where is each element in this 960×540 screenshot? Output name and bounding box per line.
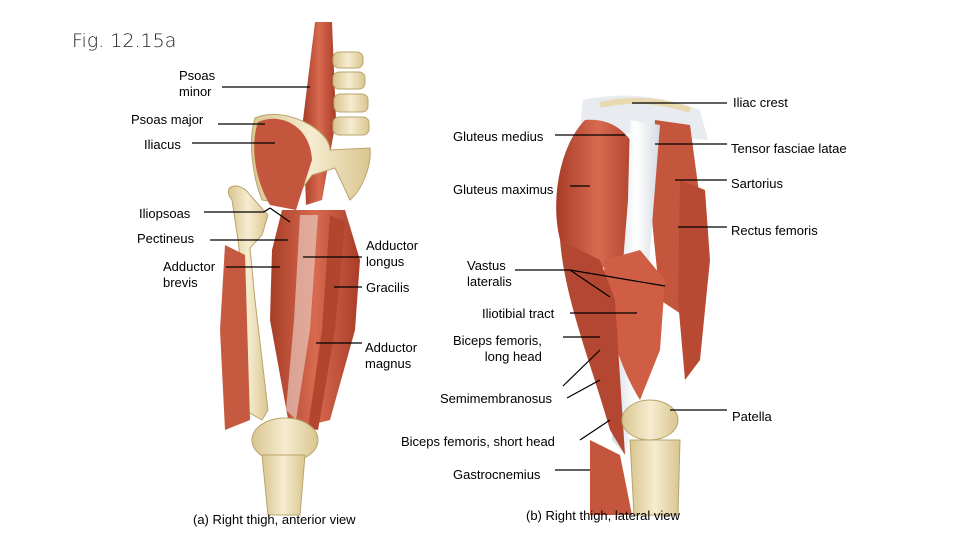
- label-psoas-minor-line2: minor: [179, 84, 212, 99]
- label-adductor-longus-line2: longus: [366, 254, 404, 269]
- label-adductor-longus-line1: Adductor: [366, 238, 418, 253]
- label-vastus-lateralis-line1: Vastus: [467, 258, 506, 273]
- label-biceps-femoris-long-line1: Biceps femoris,: [453, 333, 542, 348]
- label-gluteus-medius: Gluteus medius: [453, 129, 543, 145]
- label-adductor-magnus-line1: Adductor: [365, 340, 417, 355]
- label-gastrocnemius: Gastrocnemius: [453, 467, 540, 483]
- patella-bone: [622, 400, 678, 440]
- label-biceps-femoris-long-head: Biceps femoris, long head: [453, 333, 542, 365]
- label-biceps-femoris-long-line2: long head: [485, 349, 542, 364]
- label-rectus-femoris: Rectus femoris: [731, 223, 818, 239]
- lateral-view-illustration: [556, 96, 710, 515]
- label-vastus-lateralis: Vastus lateralis: [467, 258, 512, 290]
- label-psoas-major: Psoas major: [131, 112, 203, 128]
- anterior-view-illustration: [220, 22, 370, 515]
- label-adductor-magnus: Adductor magnus: [365, 340, 417, 372]
- label-semimembranosus: Semimembranosus: [440, 391, 552, 407]
- label-gracilis: Gracilis: [366, 280, 409, 296]
- label-tensor-fasciae-latae: Tensor fasciae latae: [731, 141, 847, 157]
- label-iliacus: Iliacus: [144, 137, 181, 153]
- label-pectineus: Pectineus: [137, 231, 194, 247]
- label-patella: Patella: [732, 409, 772, 425]
- label-iliac-crest: Iliac crest: [733, 95, 788, 111]
- label-adductor-magnus-line2: magnus: [365, 356, 411, 371]
- label-psoas-minor-line1: Psoas: [179, 68, 215, 83]
- label-adductor-longus: Adductor longus: [366, 238, 418, 270]
- lumbar-vertebrae: [333, 52, 369, 135]
- label-biceps-femoris-short-head: Biceps femoris, short head: [401, 434, 555, 450]
- label-iliotibial-tract: Iliotibial tract: [482, 306, 554, 322]
- label-sartorius: Sartorius: [731, 176, 783, 192]
- label-adductor-brevis-line2: brevis: [163, 275, 198, 290]
- caption-anterior-view: (a) Right thigh, anterior view: [193, 512, 356, 527]
- label-adductor-brevis-line1: Adductor: [163, 259, 215, 274]
- label-adductor-brevis: Adductor brevis: [163, 259, 215, 291]
- caption-lateral-view: (b) Right thigh, lateral view: [526, 508, 680, 523]
- label-vastus-lateralis-line2: lateralis: [467, 274, 512, 289]
- label-iliopsoas: Iliopsoas: [139, 206, 190, 222]
- label-psoas-minor: Psoas minor: [179, 68, 215, 100]
- label-gluteus-maximus: Gluteus maximus: [453, 182, 553, 198]
